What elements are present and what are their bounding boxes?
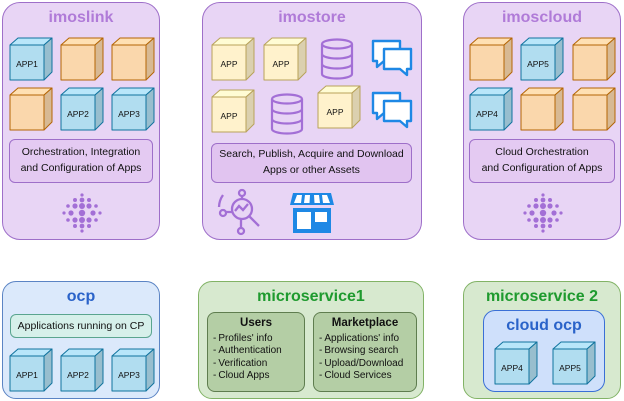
cube-icon	[60, 348, 104, 392]
microservice1-panel: microservice1 Users Profiles' info Authe…	[198, 281, 424, 399]
microservice1-title: microservice1	[257, 288, 365, 305]
app-cube: APP2	[60, 87, 104, 131]
users-list: Profiles' info Authentication Verificati…	[213, 333, 282, 383]
search-analytics-icon	[215, 187, 265, 237]
app-cube: APP3	[111, 87, 155, 131]
cube-icon	[211, 37, 255, 81]
microservice2-panel: microservice 2 cloud ocp APP4 APP5	[463, 281, 621, 399]
cube-icon	[552, 341, 596, 385]
list-item: Verification	[213, 358, 282, 370]
cube-icon	[9, 37, 53, 81]
cube-icon	[60, 37, 104, 81]
app-cube: APP4	[494, 341, 538, 385]
app-cube: APP	[211, 89, 255, 133]
users-box: Users Profiles' info Authentication Veri…	[207, 312, 305, 392]
imoslink-description: Orchestration, Integration and Configura…	[9, 139, 153, 183]
marketplace-heading: Marketplace	[331, 317, 399, 329]
app-cube: APP2	[60, 348, 104, 392]
cube-icon	[520, 87, 564, 131]
imoscloud-description: Cloud Orchestration and Configuration of…	[469, 139, 615, 183]
cube-icon	[572, 87, 616, 131]
ocp-panel: ocp Applications running on CP APP1 APP2…	[2, 281, 160, 399]
cube-icon	[494, 341, 538, 385]
database-icon	[319, 38, 355, 80]
cube-icon	[572, 37, 616, 81]
imoscloud-panel: imoscloud APP5 APP4 Cloud Orchestration …	[463, 2, 621, 240]
cloud-ocp-box: cloud ocp APP4 APP5	[483, 310, 605, 392]
chat-bubbles-icon	[370, 89, 414, 131]
cube-icon	[469, 87, 513, 131]
app-cube	[469, 37, 513, 81]
ocp-description: Applications running on CP	[10, 314, 152, 338]
cube-icon	[263, 37, 307, 81]
list-item: Cloud Services	[319, 370, 403, 382]
cube-icon	[211, 89, 255, 133]
app-cube	[111, 37, 155, 81]
list-item: Applications' info	[319, 333, 403, 345]
app-cube: APP5	[520, 37, 564, 81]
cloud-ocp-title: cloud ocp	[506, 317, 582, 334]
database-icon	[269, 93, 305, 135]
microservice2-title: microservice 2	[485, 288, 599, 305]
cube-icon	[60, 87, 104, 131]
cube-icon	[469, 37, 513, 81]
cube-icon	[111, 37, 155, 81]
imostore-panel: imostore APP APP APP APP Search, Publish…	[202, 2, 422, 240]
imoslink-panel: imoslink APP1 APP2 APP3 Orchestration, I…	[2, 2, 160, 240]
cube-icon	[111, 87, 155, 131]
store-icon	[289, 189, 335, 235]
imoscloud-title: imoscloud	[501, 9, 582, 26]
dots-cluster-icon	[521, 191, 565, 235]
list-item: Profiles' info	[213, 333, 282, 345]
marketplace-box: Marketplace Applications' info Browsing …	[313, 312, 417, 392]
imostore-title: imostore	[278, 9, 346, 26]
users-heading: Users	[240, 317, 272, 329]
app-cube	[572, 87, 616, 131]
app-cube: APP5	[552, 341, 596, 385]
cube-icon	[9, 348, 53, 392]
app-cube: APP4	[469, 87, 513, 131]
app-cube: APP	[263, 37, 307, 81]
list-item: Cloud Apps	[213, 370, 282, 382]
ocp-title: ocp	[66, 288, 96, 305]
list-item: Browsing search	[319, 345, 403, 357]
cube-icon	[317, 85, 361, 129]
app-cube	[572, 37, 616, 81]
app-cube: APP3	[111, 348, 155, 392]
app-cube: APP	[211, 37, 255, 81]
cube-icon	[520, 37, 564, 81]
dots-cluster-icon	[60, 191, 104, 235]
app-cube	[9, 87, 53, 131]
list-item: Authentication	[213, 345, 281, 357]
list-item: Upload/Download	[319, 358, 403, 370]
app-cube	[60, 37, 104, 81]
imostore-description: Search, Publish, Acquire and Download Ap…	[211, 143, 412, 183]
app-cube: APP	[317, 85, 361, 129]
app-cube: APP1	[9, 37, 53, 81]
marketplace-list: Applications' info Browsing search Uploa…	[319, 333, 403, 383]
app-cube	[520, 87, 564, 131]
chat-bubbles-icon	[370, 37, 414, 79]
cube-icon	[111, 348, 155, 392]
cube-icon	[9, 87, 53, 131]
imoslink-title: imoslink	[48, 9, 114, 26]
app-cube: APP1	[9, 348, 53, 392]
